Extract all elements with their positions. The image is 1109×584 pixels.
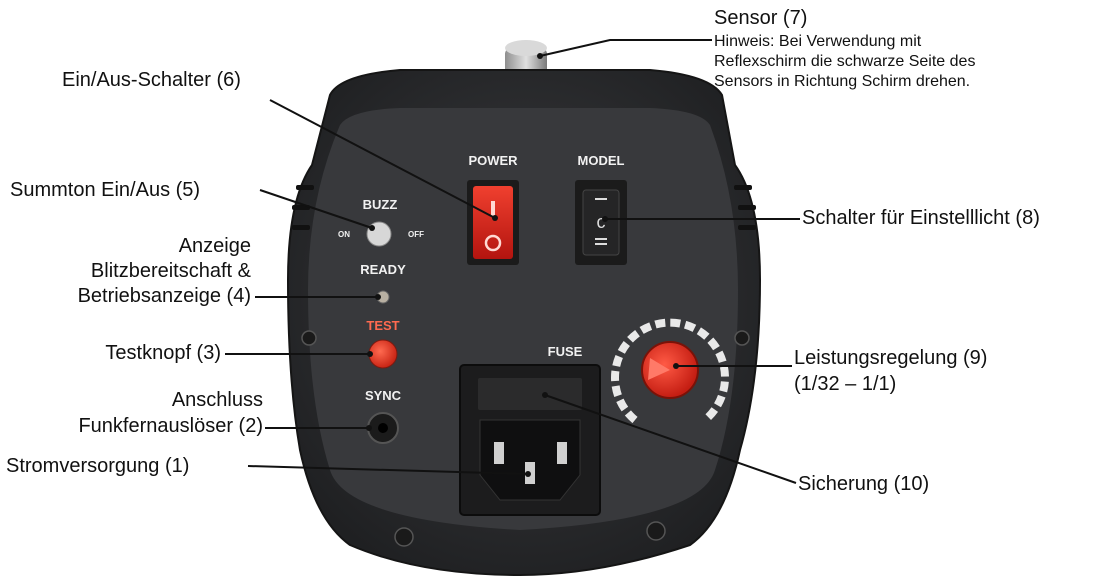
callout-sensor-note-2: Reflexschirm die schwarze Seite des <box>714 53 976 70</box>
panel-label-power: POWER <box>468 153 518 168</box>
callout-sensor-note-3: Sensors in Richtung Schirm drehen. <box>714 73 971 90</box>
ready-indicator <box>376 290 390 304</box>
panel-label-off: OFF <box>408 230 424 239</box>
panel-label-on: ON <box>338 230 350 239</box>
callout-buzz: Summton Ein/Aus (5) <box>10 179 201 201</box>
panel-label-buzz: BUZZ <box>363 197 398 212</box>
callout-fuse: Sicherung (10) <box>798 473 930 495</box>
callout-power-control-2: (1/32 – 1/1) <box>794 373 897 395</box>
screws <box>301 330 750 547</box>
panel-label-model: MODEL <box>578 153 625 168</box>
callout-ready-1: Anzeige <box>178 235 251 257</box>
power-switch[interactable] <box>473 186 513 259</box>
callout-power-control-1: Leistungsregelung (9) <box>794 347 988 369</box>
svg-text:c: c <box>597 212 606 232</box>
power-control-knob[interactable] <box>611 318 729 424</box>
panel-label-ready: READY <box>360 262 406 277</box>
socket-pin-right <box>557 442 567 464</box>
panel-label-sync: SYNC <box>365 388 402 403</box>
callout-model-switch: Schalter für Einstelllicht (8) <box>802 207 1040 229</box>
callout-sensor-note-1: Hinweis: Bei Verwendung mit <box>714 33 922 50</box>
callout-sync-1: Anschluss <box>171 389 263 411</box>
panel-label-test: TEST <box>366 318 399 333</box>
callout-ready-2: Blitzbereitschaft & <box>90 260 251 282</box>
fuse-drawer[interactable] <box>478 378 582 410</box>
panel-label-fuse: FUSE <box>548 344 583 359</box>
callout-test: Testknopf (3) <box>105 342 221 364</box>
test-button[interactable] <box>368 339 398 369</box>
callout-ready-3: Betriebsanzeige (4) <box>77 285 251 307</box>
buzz-toggle[interactable] <box>366 221 392 247</box>
socket-pin-left <box>494 442 504 464</box>
socket-pin-earth <box>525 462 535 484</box>
callout-sensor-title: Sensor (7) <box>714 7 808 29</box>
callout-sync-2: Funkfernauslöser (2) <box>78 415 263 437</box>
callout-power-switch: Ein/Aus-Schalter (6) <box>62 69 241 91</box>
callout-power-supply: Stromversorgung (1) <box>6 455 190 477</box>
